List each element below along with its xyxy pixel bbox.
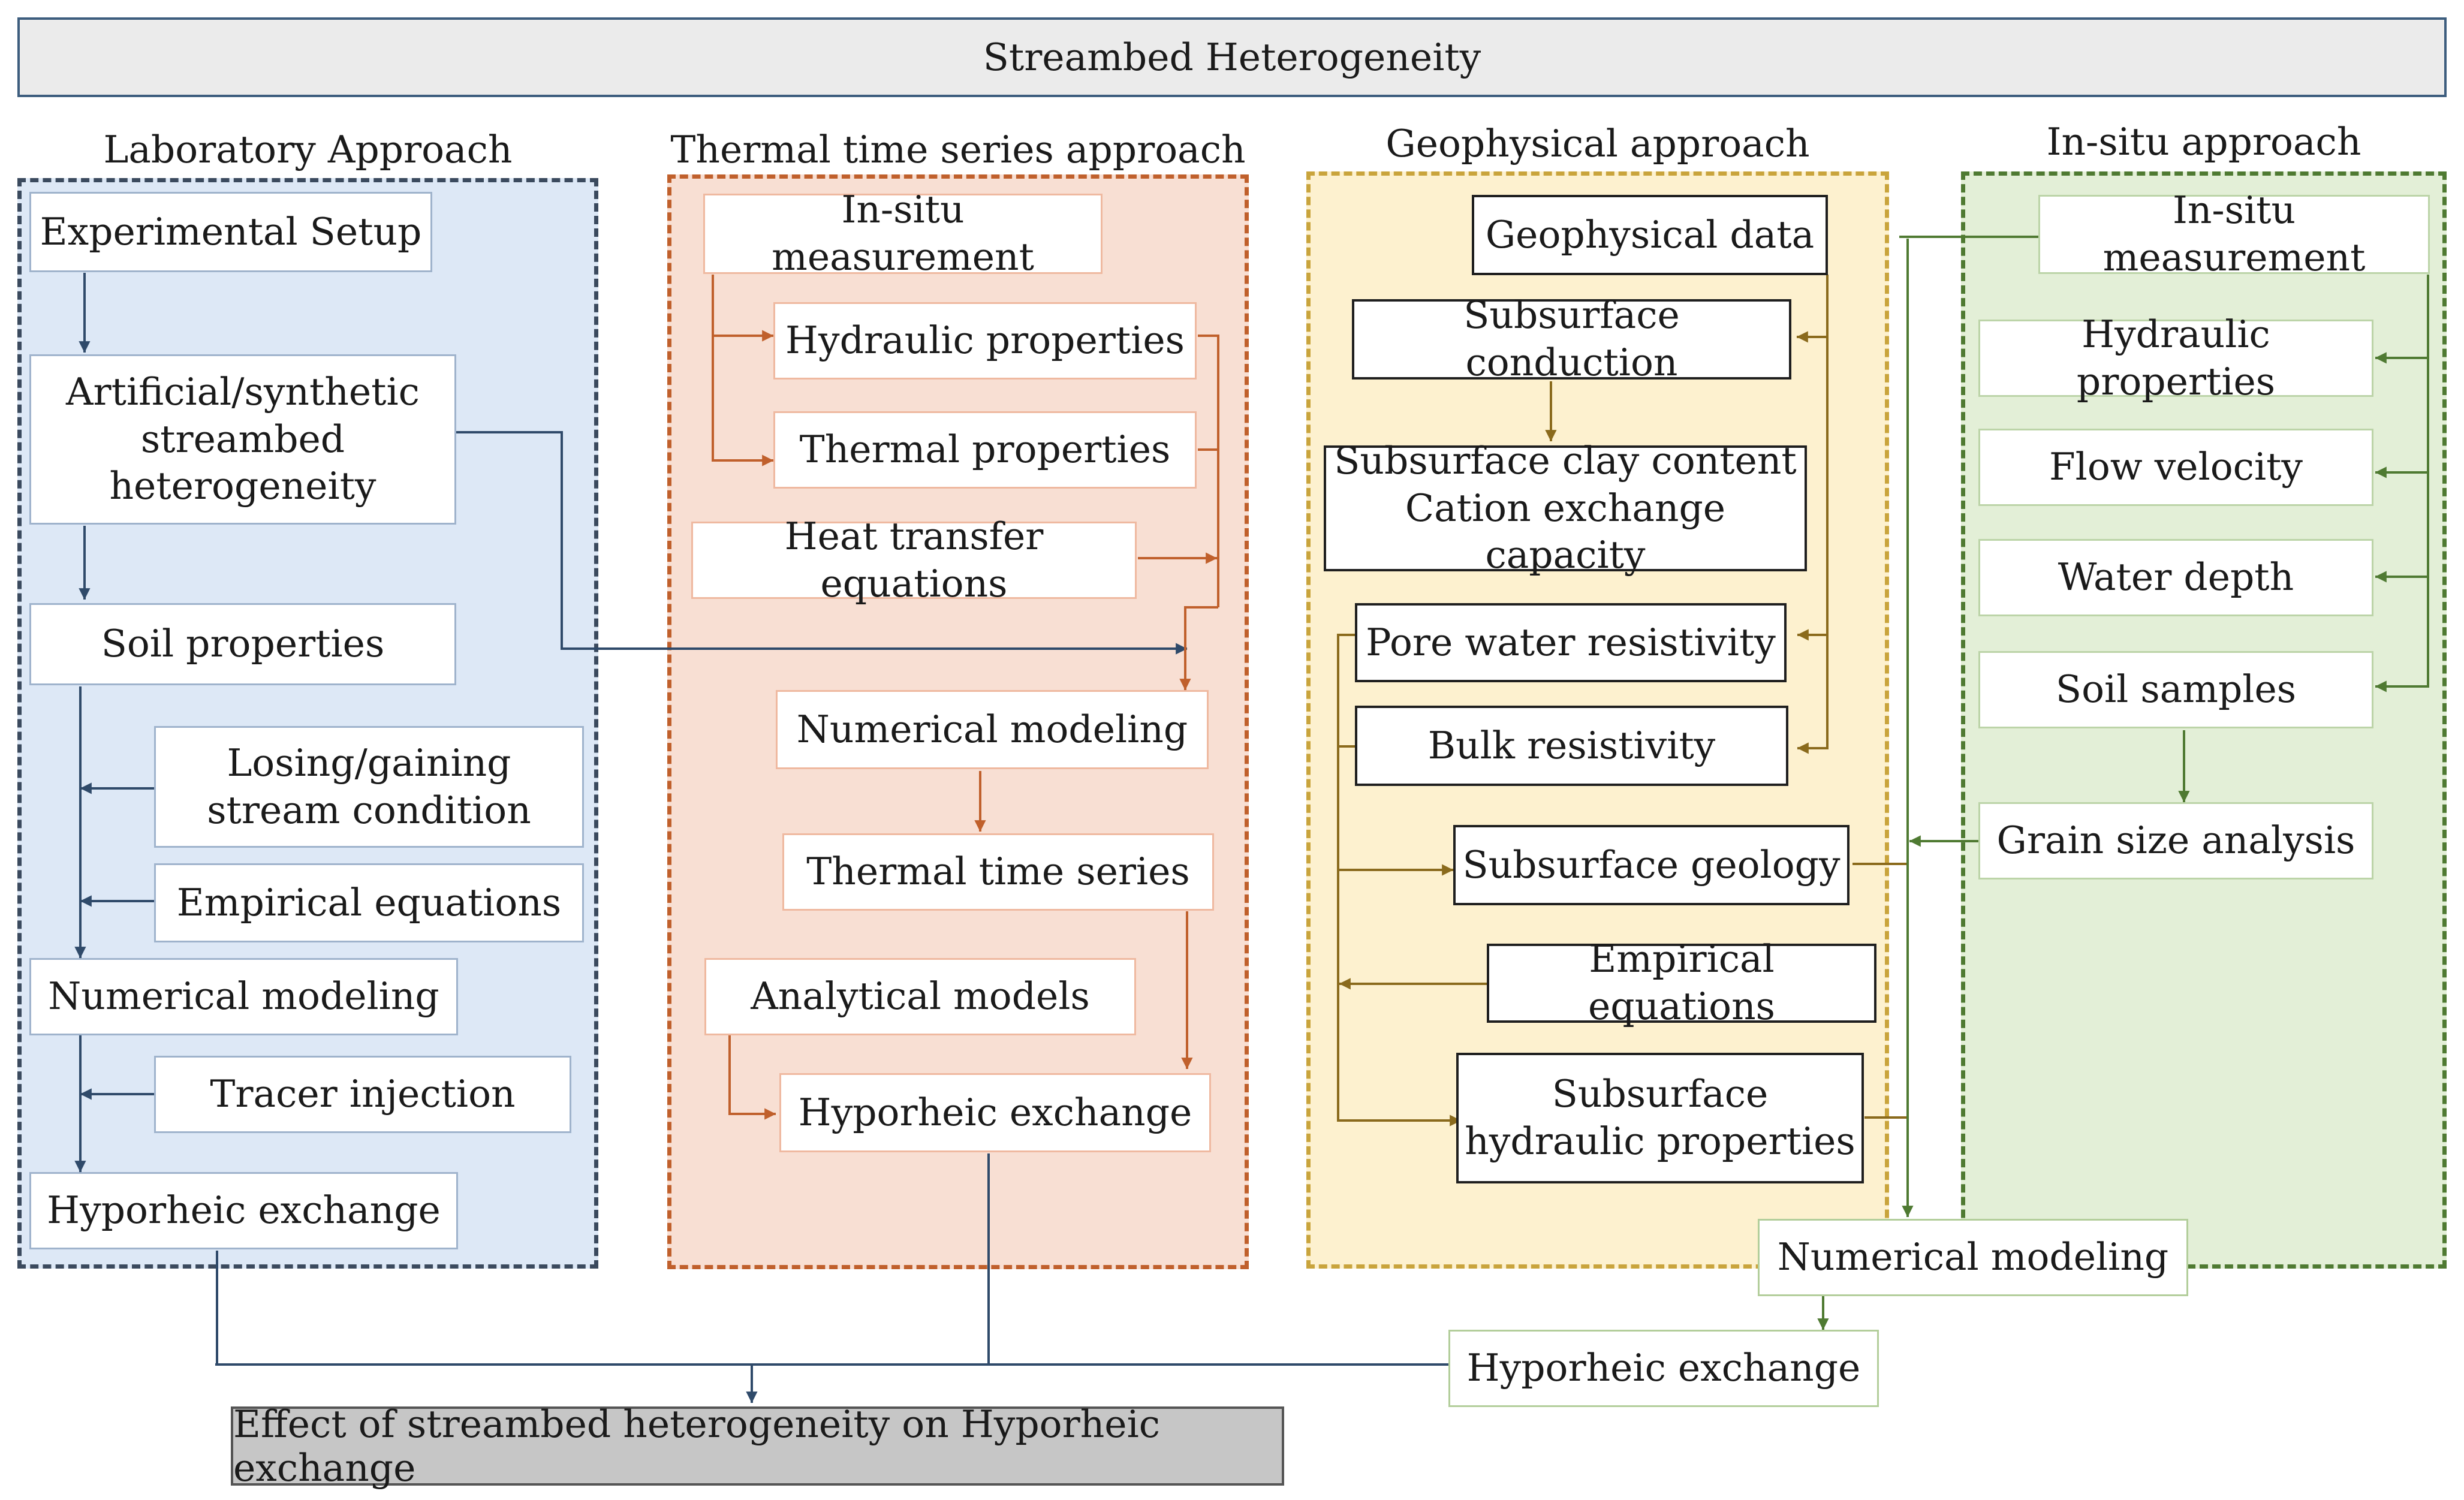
insitu-grain-size-analysis: Grain size analysis — [1978, 802, 2373, 879]
geophysical-approach-heading: Geophysical approach — [1385, 122, 1810, 165]
geo-empirical-equations: Empirical equations — [1487, 937, 1876, 1028]
shared-numerical-modeling: Numerical modeling — [1758, 1219, 2188, 1296]
geo-bulk-resistivity: Bulk resistivity — [1355, 706, 1788, 786]
geo-line-left-collector — [1337, 634, 1462, 1126]
lab-artificial-heterogeneity: Artificial/synthetic streambed heterogen… — [29, 354, 456, 525]
result-box: Effect of streambed heterogeneity on Hyp… — [231, 1402, 1284, 1490]
lab-hyporheic-exchange: Hyporheic exchange — [29, 1172, 458, 1249]
geo-subsurface-conduction: Subsurface conduction — [1352, 293, 1791, 384]
laboratory-approach-heading: Laboratory Approach — [103, 128, 513, 171]
insitu-flow-velocity: Flow velocity — [1978, 429, 2373, 506]
thermal-thermal-properties: Thermal properties — [773, 411, 1197, 489]
thermal-analytical-models: Analytical models — [704, 958, 1136, 1035]
insitu-in-situ-measurement: In-situ measurement — [2038, 188, 2430, 279]
geo-subsurface-geology: Subsurface geology — [1453, 825, 1849, 905]
insitu-line-measurement-collector — [2375, 275, 2429, 692]
lab-tracer-injection: Tracer injection — [154, 1056, 571, 1133]
thermal-approach-heading: Thermal time series approach — [670, 128, 1246, 171]
lab-numerical-modeling: Numerical modeling — [29, 958, 458, 1035]
geo-geophysical-data: Geophysical data — [1472, 195, 1828, 275]
thermal-in-situ-measurement: In-situ measurement — [703, 188, 1103, 279]
geo-subsurface-clay-content: Subsurface clay content Cation exchange … — [1324, 439, 1807, 577]
in-situ-approach-heading: In-situ approach — [2046, 120, 2361, 164]
thermal-numerical-modeling: Numerical modeling — [776, 690, 1209, 769]
geo-line-data-collector — [1797, 275, 1829, 754]
insitu-water-depth: Water depth — [1978, 539, 2373, 616]
lab-losing-gaining-condition: Losing/gaining stream condition — [154, 726, 584, 848]
thermal-arrow-analytical-to-hyporheic — [728, 1035, 776, 1120]
thermal-arrow-to-numerical-modeling — [1179, 606, 1218, 691]
thermal-heat-transfer-equations: Heat transfer equations — [691, 514, 1137, 606]
thermal-thermal-time-series: Thermal time series — [782, 833, 1214, 911]
insitu-hydraulic-properties: Hydraulic properties — [1978, 312, 2373, 403]
geo-subsurface-hydraulic-properties: Subsurface hydraulic properties — [1456, 1053, 1864, 1183]
lab-empirical-equations: Empirical equations — [154, 863, 584, 942]
thermal-arrow-to-thermal-properties — [712, 275, 774, 466]
thermal-hyporheic-exchange: Hyporheic exchange — [779, 1073, 1211, 1152]
geo-pore-water-resistivity: Pore water resistivity — [1355, 603, 1787, 682]
shared-hyporheic-exchange: Hyporheic exchange — [1448, 1330, 1879, 1407]
lab-arrow-artificial-to-thermal-numerical — [456, 431, 1188, 655]
thermal-hydraulic-properties: Hydraulic properties — [773, 302, 1197, 379]
lab-experimental-setup: Experimental Setup — [29, 192, 432, 272]
thermal-line-hydraulic-collector — [1198, 335, 1219, 607]
insitu-soil-samples: Soil samples — [1978, 651, 2373, 728]
diagram-title: Streambed Heterogeneity — [17, 17, 2447, 97]
lab-soil-properties: Soil properties — [29, 603, 456, 685]
